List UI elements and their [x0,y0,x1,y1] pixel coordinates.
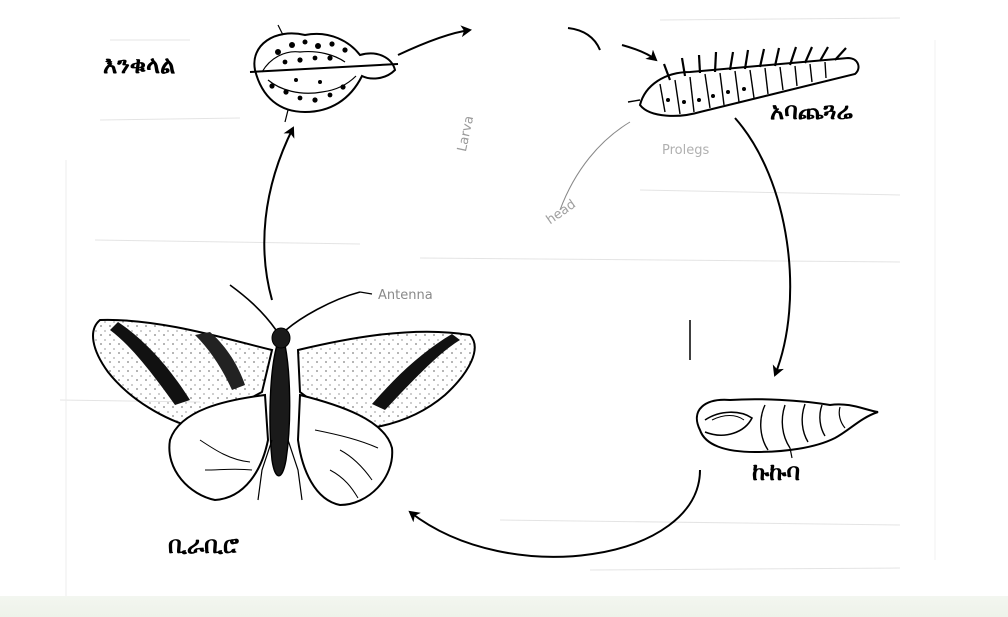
faint-label-antenna: Antenna [378,288,433,303]
stage-label-pupa: ኩኩባ [752,460,800,484]
faint-label-prolegs: Prolegs [662,143,709,158]
stage-label-larva: አባጨጓሬ [770,99,853,123]
arrow-larva-to-pupa [735,118,790,375]
egg-leaf-illustration [250,25,398,122]
arrow-egg-to-larva [398,30,470,55]
pupa-illustration [697,399,878,458]
arrow-egg-to-larva-2 [568,28,600,50]
arrow-egg-to-larva-3 [622,45,656,60]
adult-butterfly-illustration [93,285,475,505]
arrow-adult-to-egg [264,128,293,300]
stage-label-adult: ቢራቢሮ [168,533,239,557]
bottom-scan-strip [0,596,1008,617]
arrow-pupa-to-adult [410,470,700,557]
stage-label-egg: እንቁላል [103,53,175,77]
